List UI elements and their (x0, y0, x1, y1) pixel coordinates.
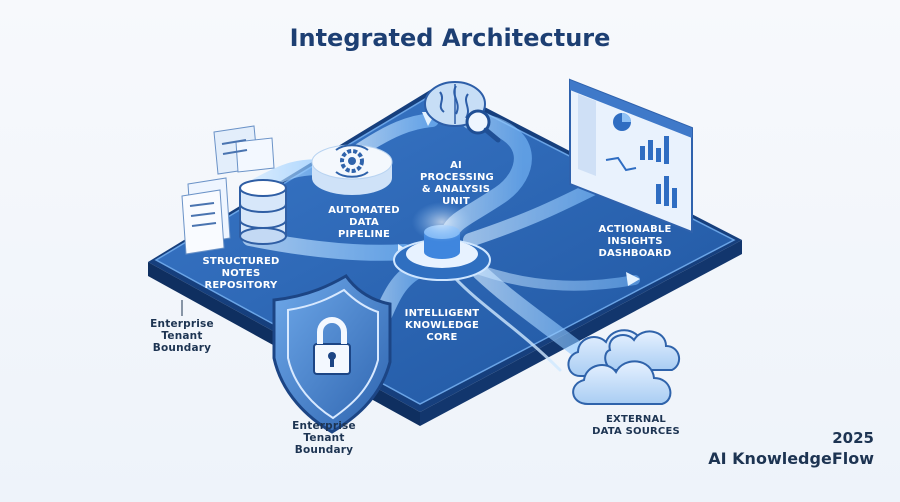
label-dashboard: ACTIONABLE INSIGHTS DASHBOARD (598, 224, 672, 259)
document-stack-icon (181, 125, 275, 255)
flow-external-to-core (472, 264, 593, 363)
cloud-icon (567, 329, 681, 405)
database-icon (239, 179, 287, 245)
flow-external-to-core-2 (453, 276, 562, 372)
knowledge-core (393, 202, 491, 281)
label-boundary-left: Enterprise Tenant Boundary (150, 318, 214, 354)
flow-core-to-insights (475, 265, 640, 291)
label-boundary-bottom: Enterprise Tenant Boundary (292, 420, 356, 456)
brand-name: AI KnowledgeFlow (708, 449, 874, 468)
arrow-to-insights-icon (626, 272, 640, 286)
dashboard-chart-icon (569, 78, 693, 234)
page-title: Integrated Architecture (289, 24, 611, 52)
brand-year: 2025 (832, 429, 874, 447)
magnifier-icon (465, 109, 501, 143)
label-repository: STRUCTURED NOTES REPOSITORY (202, 256, 280, 291)
label-core: INTELLIGENT KNOWLEDGE CORE (404, 308, 480, 343)
pipeline-disc (311, 144, 393, 195)
shield-lock-icon (272, 274, 392, 434)
label-pipeline: AUTOMATED DATA PIPELINE (328, 205, 400, 240)
gear-sync-icon (335, 144, 369, 178)
label-external: EXTERNAL DATA SOURCES (592, 414, 680, 437)
label-ai-unit: AI PROCESSING & ANALYSIS UNIT (420, 160, 494, 207)
